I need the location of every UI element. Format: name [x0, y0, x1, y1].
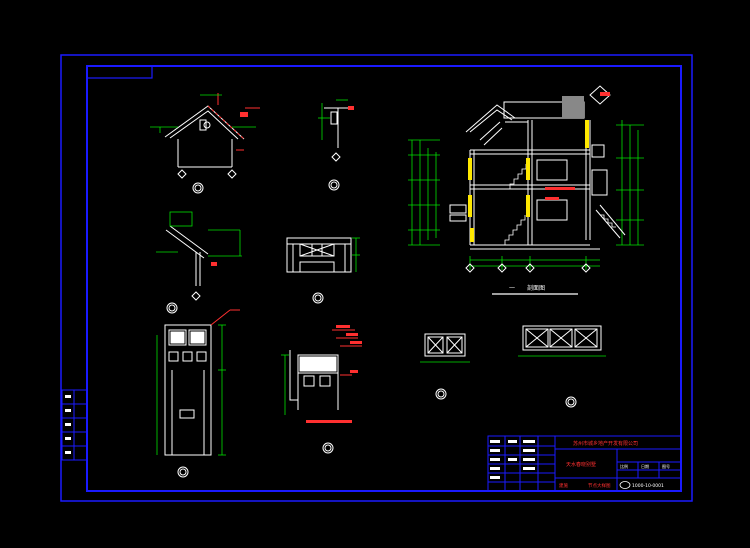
circle-marker — [177, 466, 189, 478]
circle-marker — [312, 292, 324, 304]
section-title: 剖面图 — [527, 284, 545, 292]
company-name: 苏州市城乡地产开发有限公司 — [573, 440, 638, 447]
circle-marker — [322, 442, 334, 454]
building-section: 一 剖面图 — [408, 85, 644, 295]
scale-label: 比例 — [620, 463, 628, 469]
detail-railing — [286, 237, 360, 304]
company-logo — [619, 481, 631, 489]
title-block: 苏州市城乡地产开发有限公司 天水春晓别墅 建施 节点大样图 比例 日期 图号 1… — [487, 435, 682, 492]
stamp-code: 1000-10-0001 — [632, 483, 664, 489]
circle-marker — [565, 396, 577, 408]
circle-marker — [192, 182, 204, 194]
sheet-label: 建施 — [559, 482, 568, 489]
side-stamp — [61, 389, 88, 461]
detail-roof-gable — [150, 93, 260, 194]
number-label: 图号 — [662, 463, 670, 469]
detail-gate-pier — [156, 309, 240, 478]
detail-window-long — [518, 325, 606, 408]
circle-marker — [166, 302, 178, 314]
section-number: 一 — [509, 285, 515, 292]
detail-window-small — [420, 333, 470, 400]
detail-roof-corner — [156, 211, 242, 314]
date-label: 日期 — [641, 463, 649, 469]
detail-cornice — [281, 325, 362, 454]
detail-eave-small — [318, 99, 354, 191]
drawing-frame — [60, 54, 693, 502]
drawing-label: 节点大样图 — [588, 482, 611, 489]
circle-marker — [328, 179, 340, 191]
project-name: 天水春晓别墅 — [566, 461, 596, 468]
circle-marker — [435, 388, 447, 400]
